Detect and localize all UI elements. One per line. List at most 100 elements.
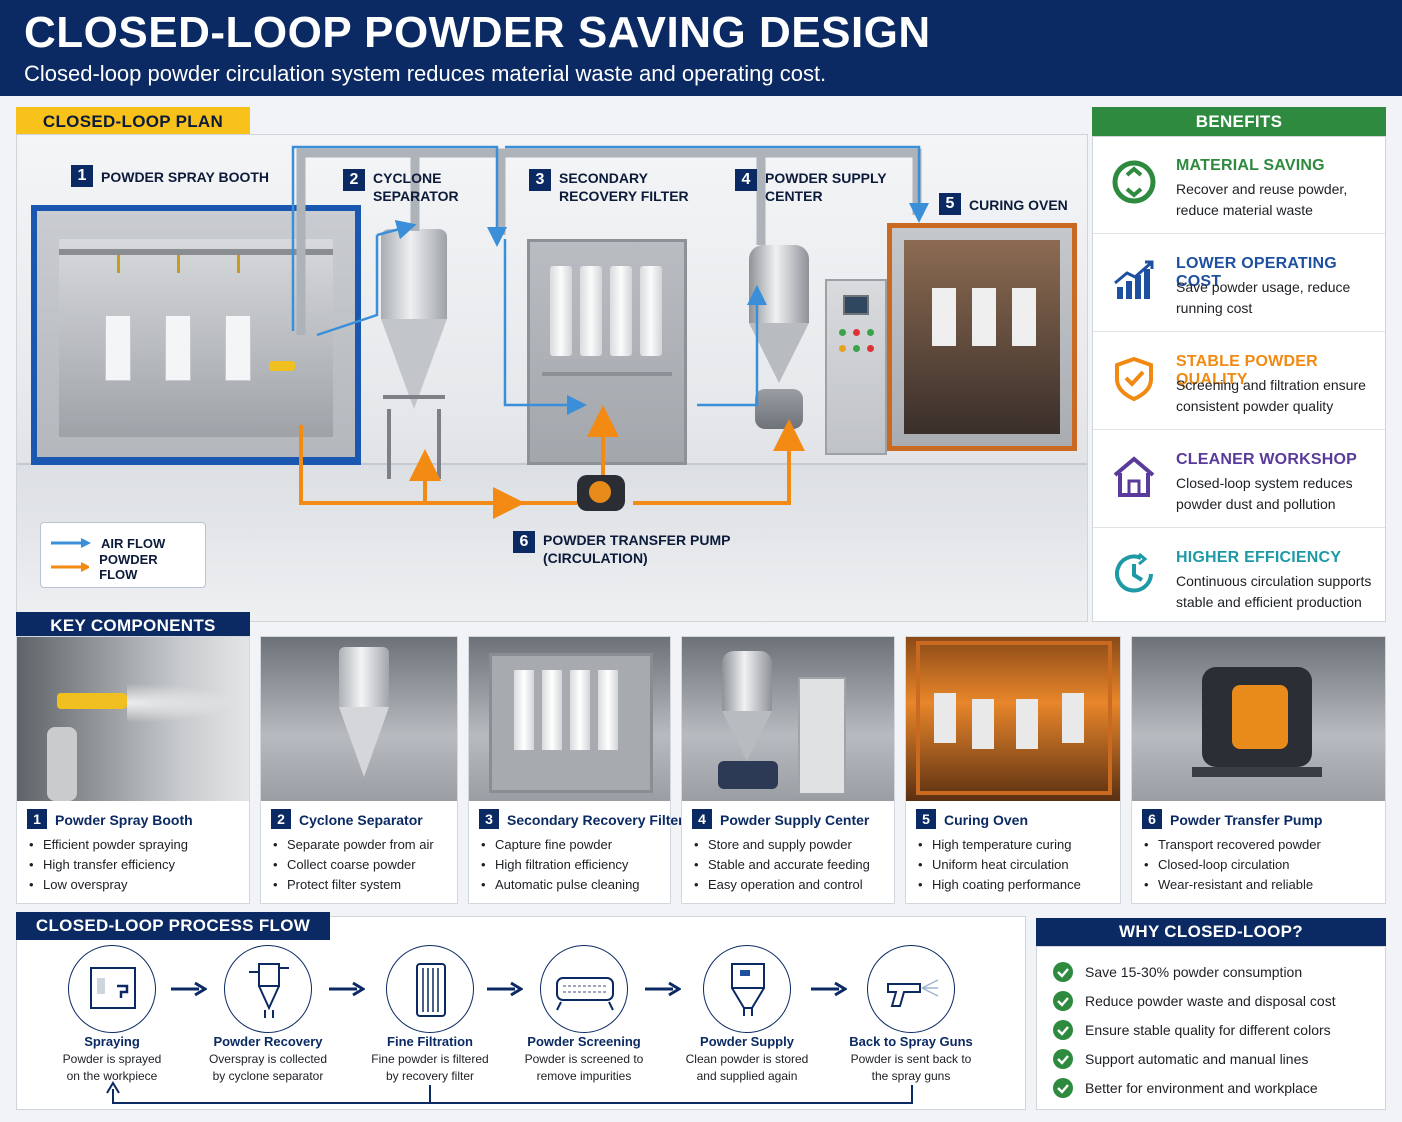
air-flow-lines	[291, 145, 929, 415]
label-number: 5	[939, 193, 961, 215]
component-name: Powder Supply Center	[720, 812, 870, 828]
component-photo	[261, 637, 457, 801]
step-title: Fine Filtration	[387, 1034, 473, 1049]
cyclone-body	[381, 229, 447, 319]
cyclone-body	[339, 647, 389, 707]
component-photo	[682, 637, 894, 801]
component-name: Secondary Recovery Filter	[507, 812, 684, 828]
benefit-cleaner-workshop: CLEANER WORKSHOP Closed-loop system redu…	[1093, 431, 1385, 528]
benefit-material-saving: MATERIAL SAVING Recover and reuse powder…	[1093, 137, 1385, 234]
spray-booth-icon	[90, 967, 136, 1009]
component-name: Powder Transfer Pump	[1170, 812, 1323, 828]
why-tag: WHY CLOSED-LOOP?	[1036, 918, 1386, 946]
pump-cart	[1192, 767, 1322, 777]
spray-gun-icon	[57, 693, 127, 709]
bullet: Wear-resistant and reliable	[1144, 875, 1321, 895]
check-circle-icon	[1053, 1019, 1073, 1040]
label-text: SECONDARY RECOVERY FILTER	[559, 170, 689, 204]
step-desc: Powder is sprayed on the workpiece	[62, 1052, 162, 1083]
benefit-desc: Save powder usage, reduce running cost	[1176, 279, 1351, 316]
process-step-back-to-guns: Back to Spray Guns Powder is sent back t…	[831, 945, 991, 1085]
bullet: Efficient powder spraying	[29, 835, 188, 855]
spray-mist	[127, 683, 237, 723]
why-text: Better for environment and workplace	[1085, 1079, 1318, 1096]
spray-gun-icon	[269, 361, 295, 371]
components-tag: KEY COMPONENTS	[16, 612, 250, 640]
check-circle-icon	[1053, 1048, 1073, 1069]
bullet: Automatic pulse cleaning	[481, 875, 639, 895]
benefit-desc: Screening and filtration ensure consiste…	[1176, 377, 1366, 414]
label-text: POWDER SPRAY BOOTH	[101, 169, 270, 185]
benefit-title: HIGHER EFFICIENCY	[1176, 549, 1342, 566]
bullet: Uniform heat circulation	[918, 855, 1081, 875]
component-number: 5	[916, 809, 936, 829]
check-circle-icon	[1053, 961, 1073, 982]
booth-rail	[59, 249, 333, 255]
supply-cone	[722, 711, 772, 761]
bullet: Separate powder from air	[273, 835, 434, 855]
workpiece-panel	[225, 315, 251, 381]
gloved-hand	[47, 727, 77, 801]
label-number: 6	[513, 531, 535, 553]
cyclone-leg	[437, 409, 441, 479]
why-text: Support automatic and manual lines	[1085, 1050, 1309, 1067]
supply-base	[718, 761, 778, 789]
legend-air-label: AIR FLOW	[101, 535, 166, 551]
cyclone-frame	[383, 395, 445, 399]
label-text: POWDER SUPPLY CENTER	[765, 170, 887, 204]
filter-cartridge	[514, 670, 534, 750]
label-number: 2	[343, 169, 365, 191]
hook	[237, 255, 240, 273]
bullet: High temperature curing	[918, 835, 1081, 855]
benefit-title: CLEANER WORKSHOP	[1176, 451, 1357, 468]
component-photo	[469, 637, 670, 801]
spray-booth	[31, 205, 361, 465]
air-flow-arrow-icon	[51, 538, 91, 548]
component-bullets: Transport recovered powder Closed-loop c…	[1144, 835, 1321, 895]
why-item: Save 15-30% powder consumption	[1053, 957, 1369, 986]
component-photo	[17, 637, 249, 801]
step-title: Powder Recovery	[213, 1034, 323, 1049]
supply-cone	[749, 323, 809, 383]
indicator-led	[839, 345, 846, 352]
powder-flow-arrow-icon	[51, 562, 90, 572]
powder-transfer-pump	[569, 469, 633, 521]
label-text: CYCLONE SEPARATOR	[373, 170, 459, 204]
bullet: High filtration efficiency	[481, 855, 640, 875]
cyclone-cone	[381, 319, 447, 409]
process-step-filtration: Fine Filtration Fine powder is filtered …	[350, 945, 510, 1085]
oven-workpiece	[972, 288, 996, 346]
oven-workpiece	[1062, 693, 1084, 743]
benefit-desc: Closed-loop system reduces powder dust a…	[1176, 475, 1353, 512]
powder-supply-center	[711, 235, 891, 471]
plan-tag: CLOSED-LOOP PLAN	[16, 107, 250, 137]
workpiece-panel	[105, 315, 131, 381]
component-photo	[906, 637, 1120, 801]
page-subtitle: Closed-loop powder circulation system re…	[24, 61, 827, 86]
component-number: 3	[479, 809, 499, 829]
step-circle	[68, 945, 156, 1033]
indicator-led	[867, 329, 874, 336]
hopper-icon	[731, 963, 765, 1016]
step-desc: Fine powder is filtered by recovery filt…	[371, 1052, 489, 1083]
pump-motor	[589, 481, 611, 503]
why-item: Better for environment and workplace	[1053, 1073, 1369, 1102]
process-step-spraying: Spraying Powder is sprayed on the workpi…	[32, 945, 192, 1085]
arrow-right-icon	[811, 981, 847, 997]
oven-workpiece	[1012, 288, 1036, 346]
why-item: Reduce powder waste and disposal cost	[1053, 986, 1369, 1015]
step-circle	[386, 945, 474, 1033]
pump-motor	[1232, 685, 1288, 749]
recycle-icon	[1112, 160, 1156, 204]
legend-air: AIR FLOW	[51, 531, 195, 555]
step-desc: Powder is screened to remove impurities	[524, 1052, 644, 1083]
shield-check-icon	[1115, 356, 1153, 401]
flow-legend: AIR FLOW POWDER FLOW	[40, 522, 206, 588]
benefit-title: STABLE POWDER QUALITY	[1176, 353, 1318, 388]
